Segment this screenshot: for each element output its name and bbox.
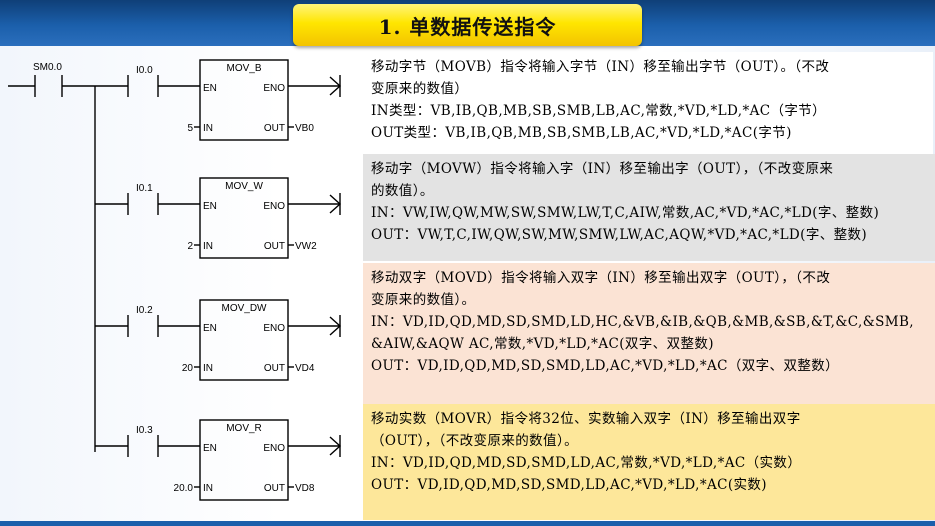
description-line: 移动字（MOVW）指令将输入字（IN）移至输出字（OUT），（不改变原来	[371, 161, 834, 177]
in-value: 20.0	[174, 483, 194, 494]
description-line: IN：VW,IW,QW,MW,SW,SMW,LW,T,C,AIW,常数,AC,*…	[371, 205, 880, 221]
rung	[95, 299, 342, 381]
in-pin-label: IN	[203, 241, 213, 252]
page-title: 1. 单数据传送指令	[293, 4, 642, 46]
description-line: 变原来的数值）	[371, 81, 469, 97]
description-line: 移动实数（MOVR）指令将32位、实数输入双字（IN）移至输出双字	[371, 411, 801, 427]
rung	[127, 59, 342, 141]
in-pin-label: IN	[203, 483, 213, 494]
block-name: MOV_W	[225, 181, 263, 192]
main-contact-label: SM0.0	[33, 62, 62, 73]
description-line: OUT：VD,ID,QD,MD,SD,SMD,LD,AC,*VD,*LD,*AC…	[371, 477, 767, 493]
in-value: 2	[187, 241, 193, 252]
out-pin-label: OUT	[264, 123, 285, 134]
out-pin-label: OUT	[264, 483, 285, 494]
movb-description: 移动字节（MOVB）指令将输入字节（IN）移至输出字节（OUT）。（不改 变原来…	[363, 52, 933, 154]
en-pin-label: EN	[203, 83, 217, 94]
description-line: IN类型：VB,IB,QB,MB,SB,SMB,LB,AC,常数,*VD,*LD…	[371, 103, 827, 119]
contact-label: I0.2	[136, 305, 153, 316]
in-value: 20	[182, 363, 194, 374]
movr-description: 移动实数（MOVR）指令将32位、实数输入双字（IN）移至输出双字 （OUT），…	[363, 404, 935, 520]
en-pin-label: EN	[203, 443, 217, 454]
in-pin-label: IN	[203, 123, 213, 134]
movd-description: 移动双字（MOVD）指令将输入双字（IN）移至输出双字（OUT），（不改 变原来…	[363, 263, 935, 404]
description-line: （OUT），（不改变原来的数值）。	[371, 433, 578, 449]
out-value: VB0	[295, 123, 314, 134]
description-line: IN：VD,ID,QD,MD,SD,SMD,LD,HC,&VB,&IB,&QB,…	[371, 314, 915, 330]
in-pin-label: IN	[203, 363, 213, 374]
out-value: VD8	[295, 483, 315, 494]
block-name: MOV_B	[226, 63, 261, 74]
rung	[95, 177, 342, 259]
description-line: &AIW,&AQW AC,常数,*VD,*LD,*AC(双字、双整数)	[371, 336, 714, 352]
rung	[95, 419, 342, 501]
in-value: 5	[187, 123, 193, 134]
eno-pin-label: ENO	[263, 443, 285, 454]
contact-label: I0.0	[136, 65, 153, 76]
out-value: VD4	[295, 363, 315, 374]
eno-pin-label: ENO	[263, 323, 285, 334]
block-name: MOV_R	[226, 423, 262, 434]
contact-label: I0.1	[136, 183, 153, 194]
description-line: 移动双字（MOVD）指令将输入双字（IN）移至输出双字（OUT），（不改	[371, 270, 831, 286]
out-pin-label: OUT	[264, 363, 285, 374]
movw-description: 移动字（MOVW）指令将输入字（IN）移至输出字（OUT），（不改变原来 的数值…	[363, 154, 935, 261]
description-line: OUT：VD,ID,QD,MD,SD,SMD,LD,AC,*VD,*LD,*AC…	[371, 358, 840, 374]
bottom-rule	[0, 521, 935, 526]
description-line: 变原来的数值）。	[371, 292, 476, 308]
block-name: MOV_DW	[222, 303, 268, 314]
out-pin-label: OUT	[264, 241, 285, 252]
eno-pin-label: ENO	[263, 201, 285, 212]
description-line: IN：VD,ID,QD,MD,SD,SMD,LD,AC,常数,*VD,*LD,*…	[371, 455, 802, 471]
main-contact	[8, 75, 128, 97]
description-line: 的数值）。	[371, 183, 434, 199]
description-line: OUT类型：VB,IB,QB,MB,SB,SMB,LB,AC,*VD,*LD,*…	[371, 125, 792, 141]
en-pin-label: EN	[203, 201, 217, 212]
eno-pin-label: ENO	[263, 83, 285, 94]
en-pin-label: EN	[203, 323, 217, 334]
contact-label: I0.3	[136, 425, 153, 436]
description-line: 移动字节（MOVB）指令将输入字节（IN）移至输出字节（OUT）。（不改	[371, 59, 830, 75]
description-line: OUT：VW,T,C,IW,QW,SW,MW,SMW,LW,AC,AQW,*VD…	[371, 227, 868, 243]
out-value: VW2	[295, 241, 317, 252]
